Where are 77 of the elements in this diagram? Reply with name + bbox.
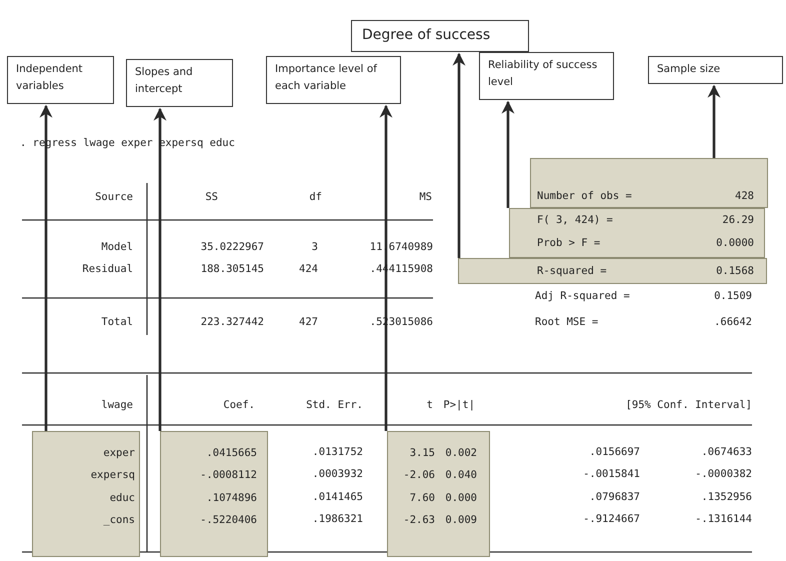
- highlight-box: [32, 431, 140, 557]
- statistic-text: Prob > F =: [537, 236, 600, 250]
- table-value: -.1316144: [695, 512, 752, 526]
- coefficient-value: -.5220406: [200, 513, 257, 527]
- column-header: P>|t|: [443, 398, 475, 412]
- column-header: SS: [205, 190, 218, 204]
- column-header: lwage: [101, 398, 133, 412]
- row-label: Total: [101, 315, 133, 329]
- table-value: -.9124667: [583, 512, 640, 526]
- callout-box: Sample size: [648, 56, 783, 84]
- statistic-text: 26.29: [722, 213, 754, 227]
- statistic-text: 0.1568: [716, 264, 754, 278]
- column-header: Coef.: [223, 398, 255, 412]
- statistic-text: 0.0000: [716, 236, 754, 250]
- row-label: Model: [101, 240, 133, 254]
- table-value: -2.63: [403, 513, 435, 527]
- statistic-text: R-squared =: [537, 264, 607, 278]
- table-value: 0.002: [445, 446, 477, 460]
- variable-name: educ: [110, 491, 135, 505]
- table-value: .0131752: [312, 445, 363, 459]
- table-value: 0.009: [445, 513, 477, 527]
- column-header: [95% Conf. Interval]: [626, 398, 752, 412]
- arrow: [40, 104, 52, 431]
- column-header: df: [309, 190, 322, 204]
- column-header: Source: [95, 190, 133, 204]
- table-value: 3: [312, 240, 318, 254]
- variable-name: _cons: [103, 513, 135, 527]
- table-value: 3.15: [410, 446, 435, 460]
- table-value: .0156697: [589, 445, 640, 459]
- highlight-box: [458, 258, 767, 284]
- coefficient-value: .0415665: [206, 446, 257, 460]
- table-value: .1986321: [312, 512, 363, 526]
- row-label: Residual: [82, 262, 133, 276]
- statistic-text: Root MSE =: [535, 315, 598, 329]
- column-header: t: [426, 398, 433, 412]
- statistic-text: .66642: [714, 315, 752, 329]
- table-value: 424: [299, 262, 318, 276]
- highlight-box: [160, 431, 268, 557]
- statistic-text: 428: [735, 189, 754, 203]
- table-value: 0.040: [445, 468, 477, 482]
- table-value: .0141465: [312, 490, 363, 504]
- variable-name: expersq: [90, 468, 135, 482]
- table-value: 223.327442: [200, 315, 264, 329]
- table-value: 188.305145: [200, 262, 264, 276]
- highlight-box: [530, 158, 768, 208]
- table-value: 0.000: [445, 491, 477, 505]
- statistic-text: Number of obs =: [537, 189, 632, 203]
- table-value: .0674633: [701, 445, 752, 459]
- arrow: [708, 84, 720, 158]
- table-value: .0003932: [312, 467, 363, 481]
- coefficient-value: .1074896: [206, 491, 257, 505]
- callout-box: Slopes and intercept: [126, 59, 233, 107]
- column-header: Std. Err.: [306, 398, 363, 412]
- arrow: [154, 108, 166, 431]
- table-value: -.0000382: [695, 467, 752, 481]
- callout-box: Importance level of each variable: [266, 56, 401, 104]
- column-header: MS: [419, 190, 432, 204]
- statistic-text: Adj R-squared =: [535, 289, 630, 303]
- variable-name: exper: [103, 446, 135, 460]
- statistic-text: 0.1509: [714, 289, 752, 303]
- table-value: 35.0222967: [200, 240, 264, 254]
- table-value: -2.06: [403, 468, 435, 482]
- statistic-text: F( 3, 424) =: [537, 213, 613, 227]
- table-value: -.0015841: [583, 467, 640, 481]
- arrow: [380, 104, 392, 431]
- table-value: 427: [299, 315, 318, 329]
- callout-box: Degree of success: [351, 20, 529, 52]
- arrow: [502, 100, 514, 208]
- coefficient-value: -.0008112: [200, 468, 257, 482]
- table-value: .1352956: [701, 490, 752, 504]
- table-value: 7.60: [410, 491, 435, 505]
- highlight-box: [387, 431, 490, 557]
- callout-box: Reliability of success level: [479, 52, 614, 100]
- table-value: .0796837: [589, 490, 640, 504]
- highlight-box: [509, 208, 765, 258]
- arrow: [452, 52, 466, 258]
- callout-box: Independent variables: [7, 56, 114, 104]
